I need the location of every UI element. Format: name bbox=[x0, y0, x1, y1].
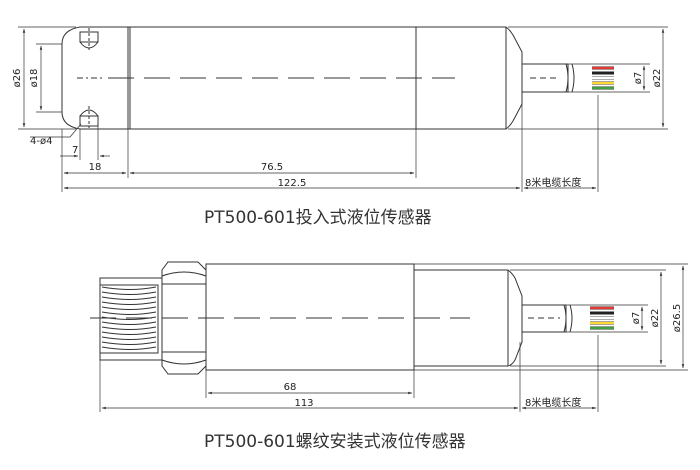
thread-tooth bbox=[101, 286, 157, 291]
thread-tooth bbox=[101, 306, 157, 311]
sensor2-thread bbox=[99, 277, 163, 361]
thread-tooth bbox=[101, 321, 157, 326]
sensor2-body bbox=[205, 263, 415, 371]
thread-tooth bbox=[101, 346, 157, 351]
sensor2-hex-nut bbox=[161, 261, 207, 375]
thread-tooth bbox=[101, 301, 157, 306]
sensor1-dim-d26: ø26 bbox=[12, 69, 23, 88]
thread-tooth bbox=[101, 341, 157, 346]
thread-tooth bbox=[101, 331, 157, 336]
sensor1-dim-7: 7 bbox=[72, 145, 78, 156]
sensor1-dimensions bbox=[18, 26, 668, 192]
sensor1-mount-holes bbox=[77, 28, 103, 128]
sensor1-dim-18: 18 bbox=[89, 162, 102, 173]
thread-tooth bbox=[101, 326, 157, 331]
sensor1-wires bbox=[592, 66, 614, 90]
sensor1-dim-d7: ø7 bbox=[633, 72, 644, 84]
thread-tooth bbox=[101, 296, 157, 301]
thread-tooth bbox=[101, 336, 157, 341]
sensor2-dim-d22: ø22 bbox=[650, 309, 661, 328]
sensor1-drawing bbox=[61, 26, 575, 130]
sensor1-dim-hole: 4-ø4 bbox=[30, 136, 52, 147]
sensor2-title: PT500-601螺纹安装式液位传感器 bbox=[204, 432, 466, 452]
sensor2-dim-labels: 68 113 8米电缆长度 ø7 ø22 ø26.5 bbox=[284, 304, 683, 409]
sensor2-drawing bbox=[90, 261, 573, 375]
thread-tooth bbox=[101, 311, 157, 316]
thread-tooth bbox=[101, 291, 157, 296]
sensor1-dim-122-5: 122.5 bbox=[278, 178, 307, 189]
sensor1-probe-head bbox=[61, 26, 130, 130]
sensor2-dim-68: 68 bbox=[284, 382, 297, 393]
sensor2-dim-113: 113 bbox=[294, 398, 313, 409]
sensor2-wires bbox=[590, 306, 614, 330]
sensor1-dim-76-5: 76.5 bbox=[261, 162, 283, 173]
sensor1-title: PT500-601投入式液位传感器 bbox=[204, 208, 432, 228]
sensor1-dim-labels: ø26 ø18 4-ø4 7 18 76.5 122.5 8米电缆长度 ø7 ø… bbox=[12, 69, 663, 189]
sensor1-dim-d22: ø22 bbox=[652, 69, 663, 88]
sensor2-dim-d7: ø7 bbox=[631, 312, 642, 324]
sensor2-dimensions bbox=[99, 263, 688, 412]
sensor1-dim-cable: 8米电缆长度 bbox=[525, 176, 581, 189]
sensor2-dim-d26-5: ø26.5 bbox=[672, 304, 683, 332]
sensor1-dim-d18: ø18 bbox=[29, 69, 40, 88]
sensor2-dim-cable: 8米电缆长度 bbox=[525, 396, 581, 409]
